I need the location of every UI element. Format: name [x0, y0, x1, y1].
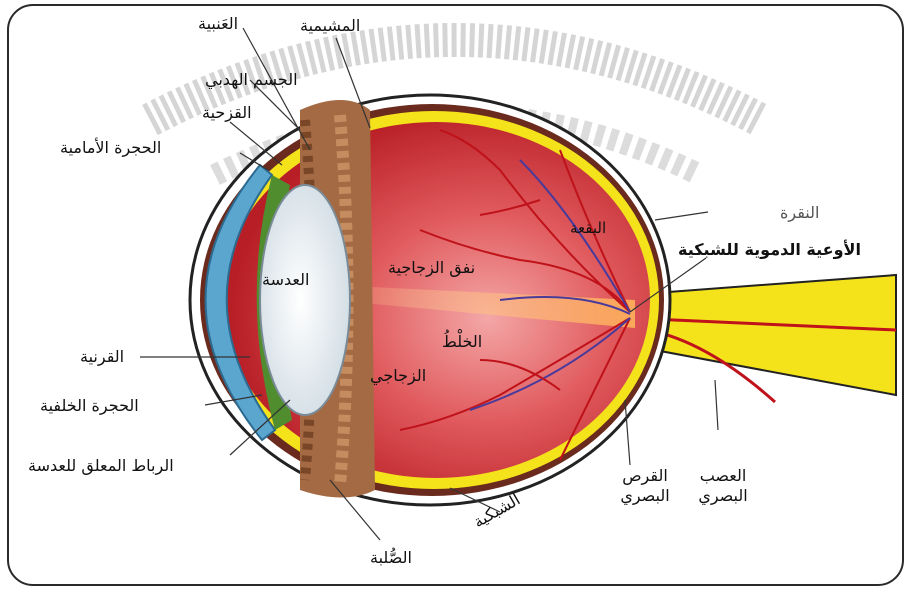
label-choroid: المشيمية: [300, 16, 360, 36]
label-optic-nerve-line2: البصري: [683, 486, 763, 506]
label-posterior-chamber: الحجرة الخلفية: [40, 396, 139, 416]
label-optic-disc: القرص البصري: [610, 466, 680, 506]
label-cornea: القرنية: [80, 347, 124, 367]
label-lens: العدسة: [262, 270, 309, 290]
label-optic-disc-line2: البصري: [610, 486, 680, 506]
label-macula: البقعة: [570, 218, 606, 238]
label-ciliary-body: الجسم الهدبي: [205, 70, 298, 90]
label-sclera: الصُّلبة: [370, 548, 412, 568]
label-optic-nerve-line1: العصب: [683, 466, 763, 486]
lens: [260, 185, 350, 415]
label-vitreous-2: الزجاجي: [370, 366, 426, 386]
label-iris-2: القزحية: [202, 103, 252, 123]
label-hyaloid-canal: نفق الزجاجية: [388, 258, 475, 278]
label-retinal-vessels: الأوعية الدموية للشبكية: [678, 240, 861, 260]
label-optic-nerve: العصب البصري: [683, 466, 763, 506]
label-fovea: النقرة: [780, 203, 819, 223]
label-iris: العَنبية: [198, 14, 238, 34]
label-vitreous-1: الخلْطُ: [442, 332, 482, 352]
label-optic-disc-line1: القرص: [610, 466, 680, 486]
label-anterior-chamber: الحجرة الأمامية: [60, 138, 161, 158]
label-suspensory-ligament: الرباط المعلق للعدسة: [28, 456, 174, 476]
